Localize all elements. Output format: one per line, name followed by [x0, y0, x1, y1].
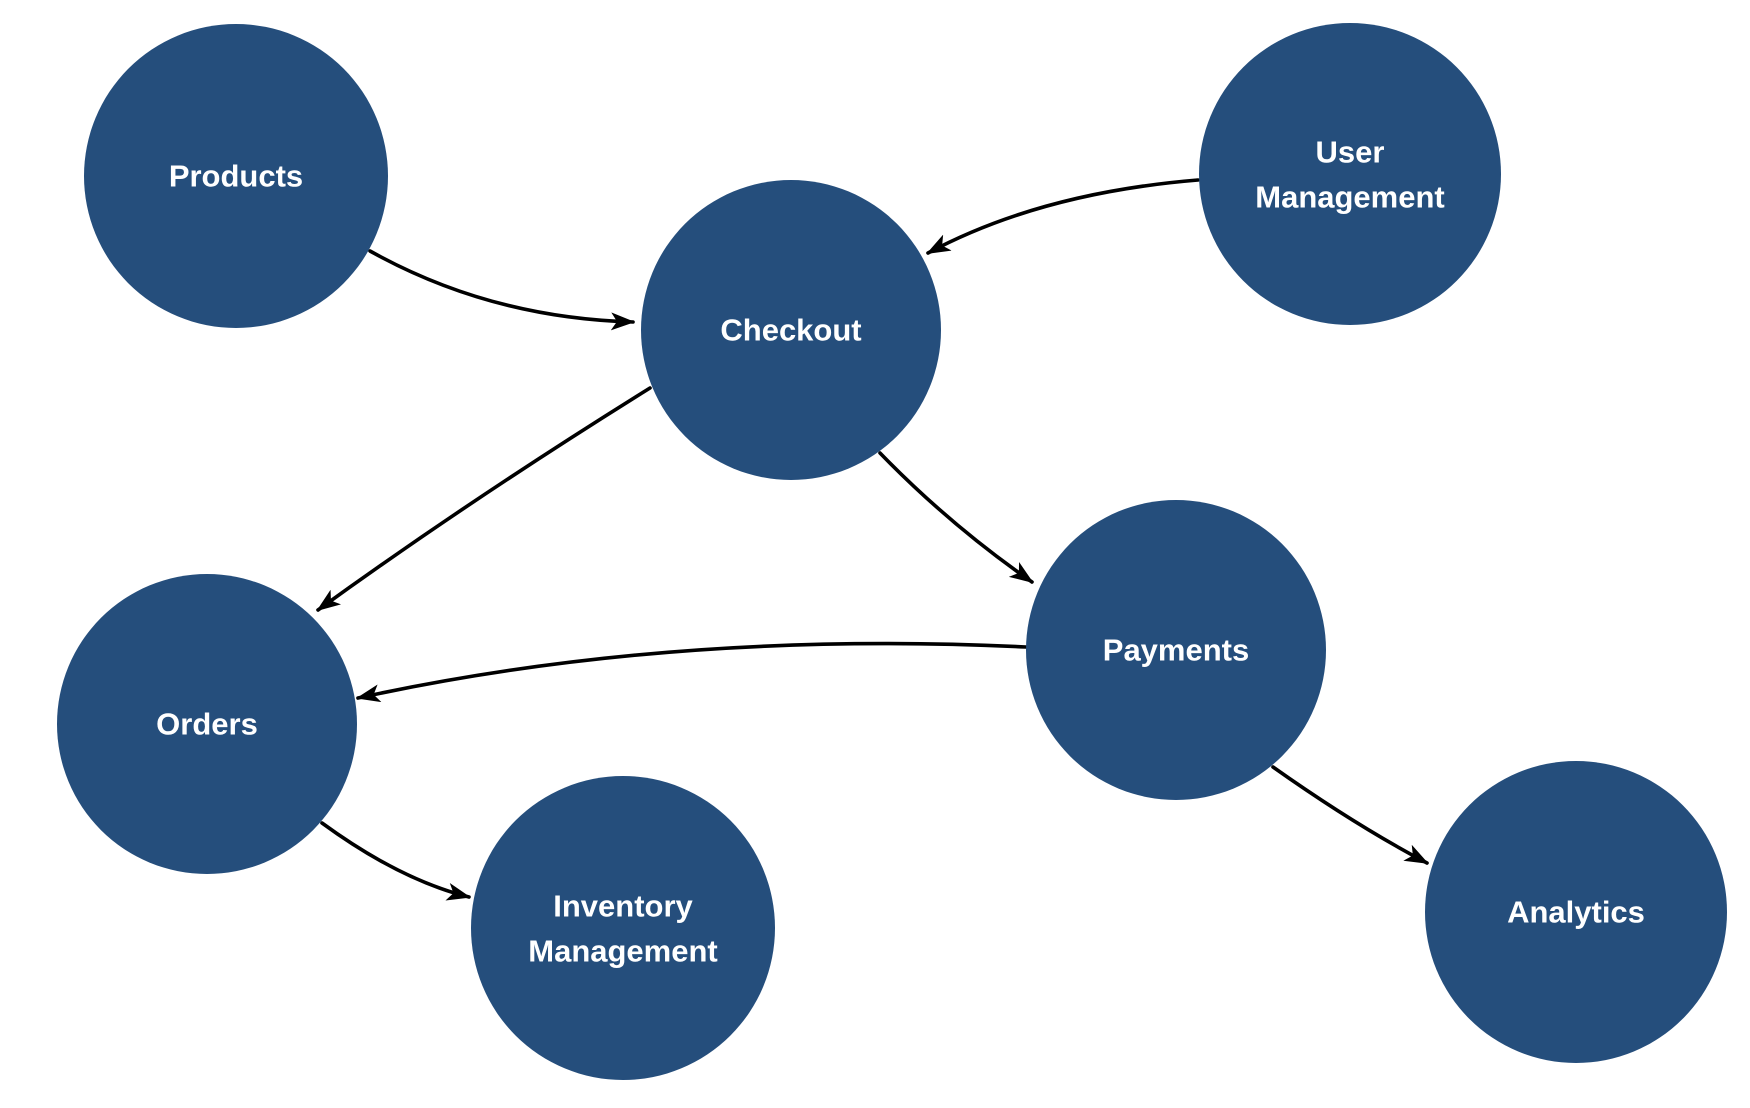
node-orders: Orders	[57, 574, 357, 874]
node-products-label: Products	[169, 159, 303, 194]
edge-payments-to-analytics	[1271, 765, 1429, 865]
node-inventory-management-label-line1: Inventory	[553, 889, 693, 924]
node-user-management-label-line2: Management	[1255, 180, 1444, 215]
node-inventory-management-circle	[471, 776, 775, 1080]
node-inventory-management: Inventory Management	[471, 776, 775, 1080]
node-products-circle	[84, 24, 388, 328]
edge-orders-to-inventory-management	[320, 821, 471, 901]
node-payments-circle	[1026, 500, 1326, 800]
node-orders-circle	[57, 574, 357, 874]
node-checkout-circle	[641, 180, 941, 480]
node-analytics-circle	[1425, 761, 1727, 1063]
node-products: Products	[84, 24, 388, 328]
node-user-management-circle	[1199, 23, 1501, 325]
node-payments-label: Payments	[1103, 633, 1249, 668]
node-user-management: User Management	[1199, 23, 1501, 325]
edge-products-to-checkout	[368, 249, 635, 331]
node-user-management-label-line1: User	[1316, 135, 1385, 170]
node-payments: Payments	[1026, 500, 1326, 800]
edge-checkout-to-orders	[316, 386, 652, 612]
edge-checkout-to-payments	[878, 451, 1034, 584]
edge-user-management-to-checkout	[926, 178, 1200, 255]
node-checkout-label: Checkout	[720, 313, 861, 348]
node-orders-label: Orders	[156, 707, 258, 742]
node-analytics-label: Analytics	[1507, 895, 1645, 930]
node-inventory-management-label-line2: Management	[528, 934, 717, 969]
edge-payments-to-orders	[356, 641, 1028, 703]
node-checkout: Checkout	[641, 180, 941, 480]
edge-layer	[316, 178, 1429, 901]
node-analytics: Analytics	[1425, 761, 1727, 1063]
